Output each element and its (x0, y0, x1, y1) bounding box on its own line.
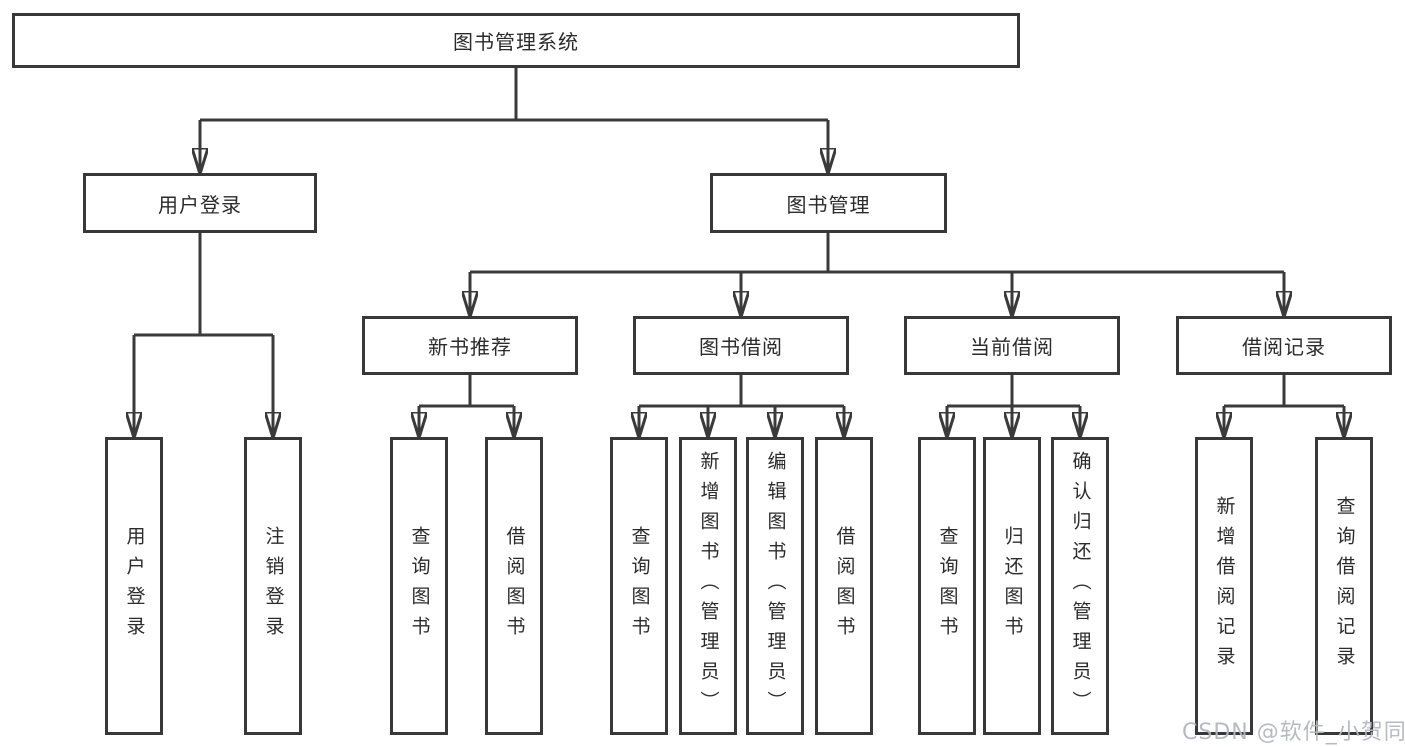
leaf-current-confirm-return-admin: 确认归还（管理员） (1051, 437, 1109, 735)
leaf-borrow-add-books-admin: 新增图书（管理员） (679, 437, 737, 735)
leaf-newbook-borrow-books: 借阅图书 (485, 437, 543, 735)
csdn-watermark: CSDN @软件_小贺同学 (1182, 720, 1405, 745)
wire-borrowrecords-to-leaves (1224, 375, 1344, 408)
node-current-borrow: 当前借阅 (904, 316, 1120, 375)
leaf-borrow-query-books: 查询图书 (610, 437, 668, 735)
node-root: 图书管理系统 (12, 13, 1020, 68)
wire-bookborrow-to-leaves (639, 375, 844, 408)
leaf-current-return-books: 归还图书 (983, 437, 1041, 735)
leaf-user-login: 用户登录 (105, 437, 163, 735)
leaf-borrow-borrow-books: 借阅图书 (815, 437, 873, 735)
leaf-records-add-record: 新增借阅记录 (1195, 437, 1253, 735)
leaf-logout: 注销登录 (244, 437, 302, 735)
wire-newbookrec-to-leaves (419, 375, 514, 408)
wire-currentborrow-to-leaves (947, 375, 1080, 408)
node-book-borrow: 图书借阅 (633, 316, 849, 375)
node-new-book-rec: 新书推荐 (362, 316, 578, 375)
wire-userlogin-to-leaves (134, 233, 273, 337)
node-borrow-records: 借阅记录 (1176, 316, 1392, 375)
leaf-current-query-books: 查询图书 (918, 437, 976, 735)
wire-root-to-level2 (200, 68, 828, 122)
leaf-records-query-record: 查询借阅记录 (1315, 437, 1373, 735)
leaf-newbook-query-books: 查询图书 (390, 437, 448, 735)
wire-bookmgmt-to-level3 (470, 233, 1284, 274)
leaf-borrow-edit-books-admin: 编辑图书（管理员） (746, 437, 804, 735)
node-user-login: 用户登录 (83, 173, 317, 233)
node-book-mgmt: 图书管理 (710, 173, 947, 233)
